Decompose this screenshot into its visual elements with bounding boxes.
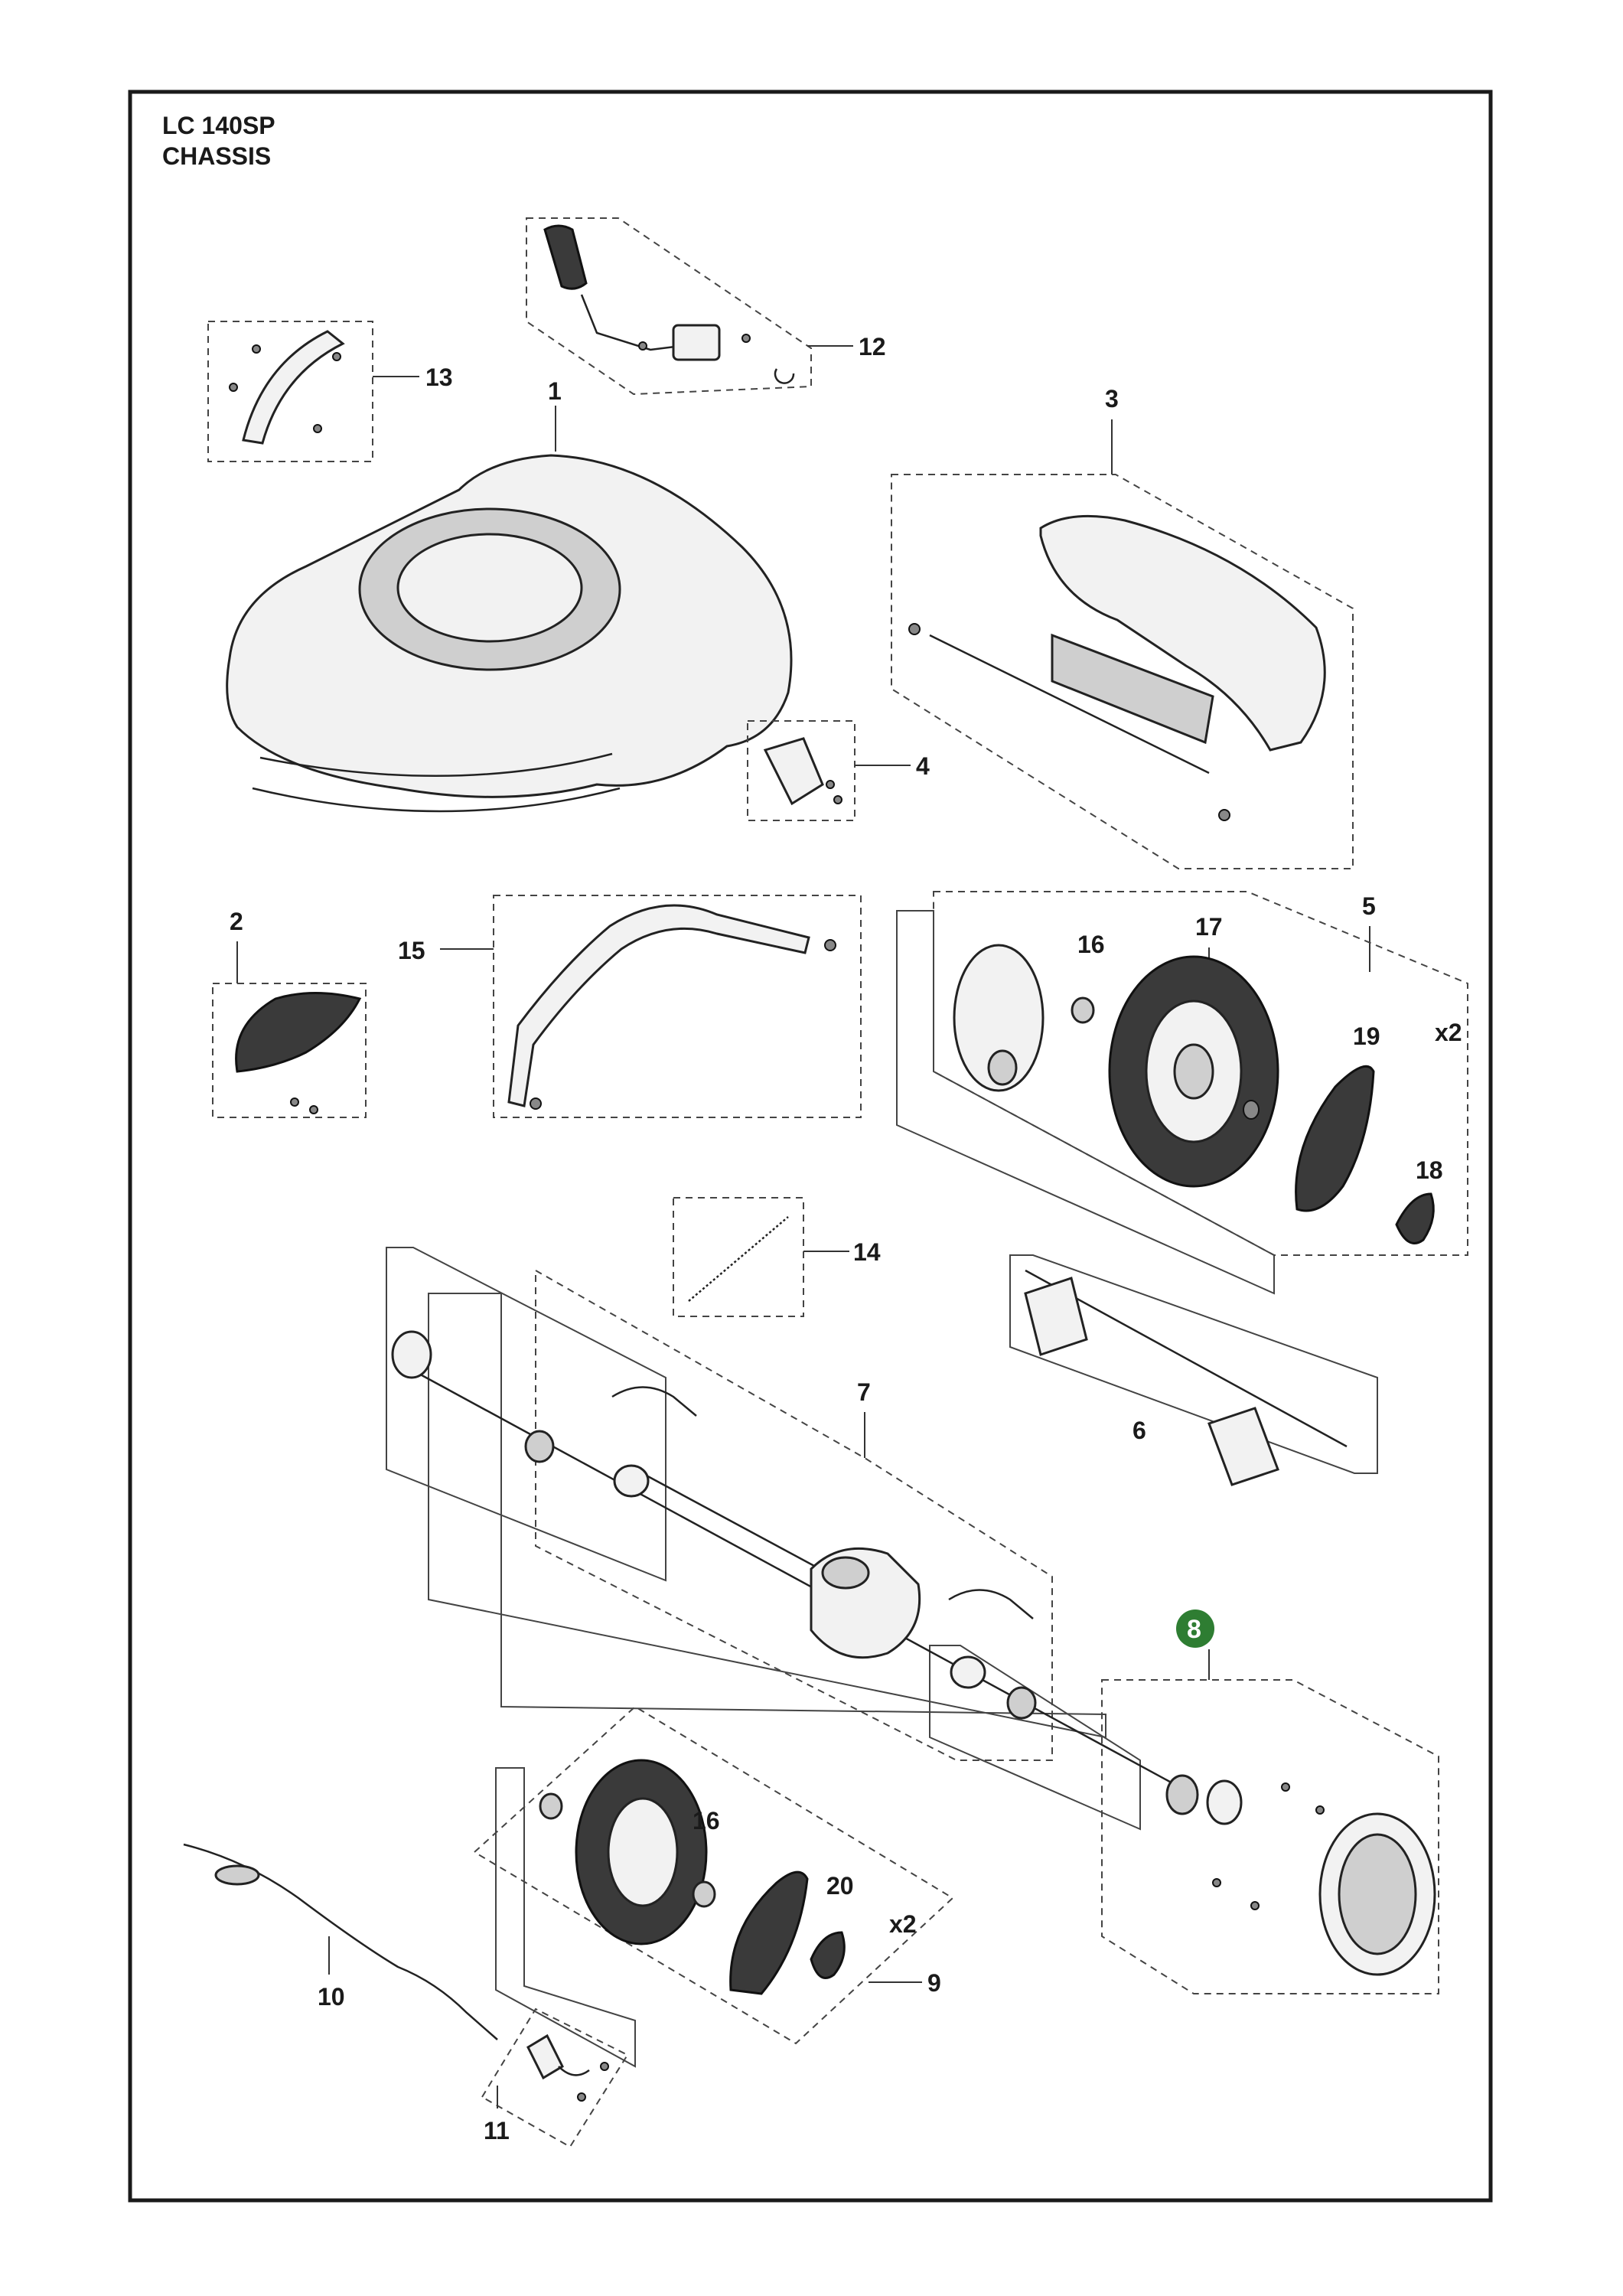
callout-3: 3	[1105, 385, 1119, 413]
part-group-15[interactable]: 15	[398, 895, 862, 1118]
callout-6: 6	[1133, 1417, 1146, 1444]
callout-18: 18	[1416, 1156, 1443, 1184]
callout-5: 5	[1362, 892, 1376, 920]
part-group-8[interactable]: 8	[1101, 1609, 1439, 1994]
callout-14: 14	[853, 1238, 881, 1266]
part-group-9[interactable]: 16 20 x2 9	[473, 1705, 954, 2068]
model-title: LC 140SP	[162, 112, 275, 139]
part-group-4[interactable]: 4	[747, 720, 930, 821]
callout-12: 12	[859, 333, 886, 360]
part-group-1[interactable]: 1	[226, 377, 793, 813]
part-group-6[interactable]: 6	[1009, 1254, 1378, 1486]
part-group-7[interactable]: 7	[386, 1247, 1194, 1831]
callout-13: 13	[425, 364, 453, 391]
callout-17: 17	[1195, 913, 1223, 941]
callout-16-rear: 16	[1077, 931, 1105, 958]
qty-front-wheel: x2	[889, 1910, 917, 1938]
section-title: CHASSIS	[162, 142, 271, 170]
callout-11: 11	[484, 2117, 510, 2144]
part-group-13[interactable]: 13	[207, 321, 453, 462]
part-group-5[interactable]: 5 x2 16 17 19 18	[896, 891, 1468, 1295]
part-group-3[interactable]: 3	[891, 385, 1354, 869]
diagram-frame	[128, 90, 1493, 2203]
callout-1: 1	[548, 377, 562, 405]
callout-10: 10	[318, 1983, 345, 2011]
part-group-12[interactable]: 12	[526, 217, 886, 396]
part-group-11[interactable]: 11	[481, 2007, 629, 2148]
callout-15: 15	[398, 937, 425, 964]
callout-2: 2	[230, 908, 243, 935]
callout-20: 20	[826, 1872, 854, 1900]
callout-7: 7	[857, 1378, 871, 1406]
callout-8: 8	[1187, 1615, 1201, 1644]
callout-9: 9	[927, 1969, 941, 1997]
logo-plate	[235, 992, 362, 1073]
part-group-14[interactable]: 14	[673, 1197, 881, 1317]
callout-19: 19	[1353, 1022, 1380, 1050]
rear-flap	[1039, 514, 1326, 752]
handle-bar	[507, 904, 810, 1107]
qty-rear-wheel: x2	[1435, 1019, 1462, 1046]
highlight-badge-8	[1176, 1609, 1214, 1648]
part-group-2[interactable]: 2	[212, 908, 367, 1118]
lever-grip	[543, 224, 588, 290]
callout-16-front: 16	[693, 1807, 720, 1835]
callout-4: 4	[916, 752, 930, 780]
part-group-10[interactable]: 10	[183, 1843, 498, 2040]
